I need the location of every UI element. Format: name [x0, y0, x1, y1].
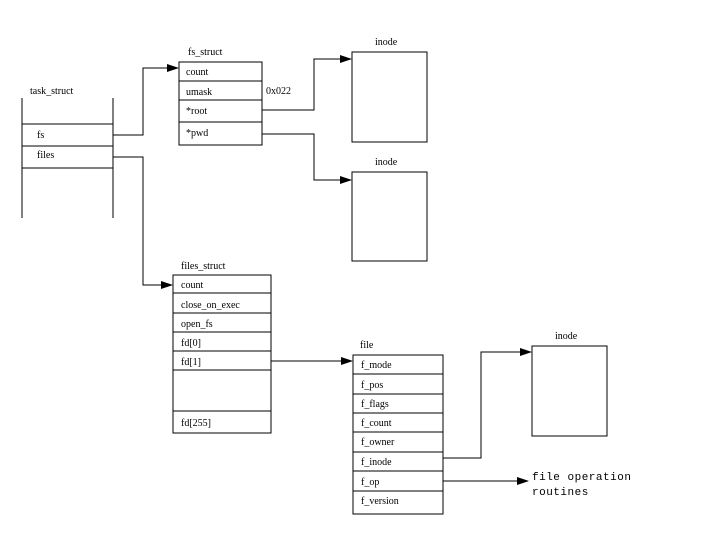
fs-to-fs-struct-arrow	[113, 64, 179, 136]
file-inode-label: inode	[555, 331, 578, 342]
file-ops-label-line1: file operation	[532, 472, 631, 484]
pwd-to-inode-arrow	[262, 133, 352, 184]
files-struct: files_struct count close_on_exec open_fs…	[172, 261, 272, 434]
file-struct: file f_mode f_pos f_flags f_count f_owne…	[352, 340, 444, 515]
files-to-files-struct-arrow	[113, 156, 173, 289]
pwd-inode: inode	[351, 157, 428, 262]
fs-struct-field-root: *root	[186, 106, 207, 117]
file-ops-label: file operation routines	[532, 472, 631, 499]
files-struct-field-fd255: fd[255]	[181, 418, 211, 429]
root-inode: inode	[351, 37, 428, 143]
pwd-inode-label: inode	[375, 157, 398, 168]
files-struct-field-open-fs: open_fs	[181, 319, 213, 330]
fs-struct-field-count: count	[186, 67, 208, 78]
file-field-f-count: f_count	[361, 418, 392, 429]
files-struct-field-fd1: fd[1]	[181, 357, 201, 368]
file-inode: inode	[531, 331, 608, 437]
pwd-inode-box	[351, 171, 428, 262]
file-field-f-inode: f_inode	[361, 457, 392, 468]
f-inode-to-inode-arrow	[443, 348, 532, 459]
fs-struct: fs_struct count umask *root *pwd 0x022	[178, 47, 291, 146]
files-struct-title: files_struct	[181, 261, 226, 272]
task-struct-field-fs: fs	[37, 130, 44, 141]
files-struct-field-fd0: fd[0]	[181, 338, 201, 349]
file-field-f-pos: f_pos	[361, 380, 383, 391]
files-struct-field-close-on-exec: close_on_exec	[181, 300, 240, 311]
fs-struct-field-pwd: *pwd	[186, 128, 208, 139]
file-field-f-owner: f_owner	[361, 437, 395, 448]
files-struct-field-count: count	[181, 280, 203, 291]
file-field-f-flags: f_flags	[361, 399, 389, 410]
files-struct-box	[172, 274, 272, 434]
root-inode-box	[351, 51, 428, 143]
fs-struct-umask-value: 0x022	[266, 86, 291, 97]
task-struct: task_struct fs files	[21, 86, 114, 218]
file-field-f-mode: f_mode	[361, 360, 392, 371]
fs-struct-field-umask: umask	[186, 87, 212, 98]
file-field-f-version: f_version	[361, 496, 399, 507]
fs-struct-box	[178, 61, 263, 146]
file-inode-box	[531, 345, 608, 437]
file-struct-title: file	[360, 340, 374, 351]
file-field-f-op: f_op	[361, 477, 379, 488]
task-struct-title: task_struct	[30, 86, 74, 97]
task-struct-field-files: files	[37, 150, 54, 161]
fs-struct-title: fs_struct	[188, 47, 223, 58]
root-to-inode-arrow	[262, 55, 352, 111]
file-ops-label-line2: routines	[532, 487, 589, 499]
file-struct-box	[352, 354, 444, 515]
root-inode-label: inode	[375, 37, 398, 48]
